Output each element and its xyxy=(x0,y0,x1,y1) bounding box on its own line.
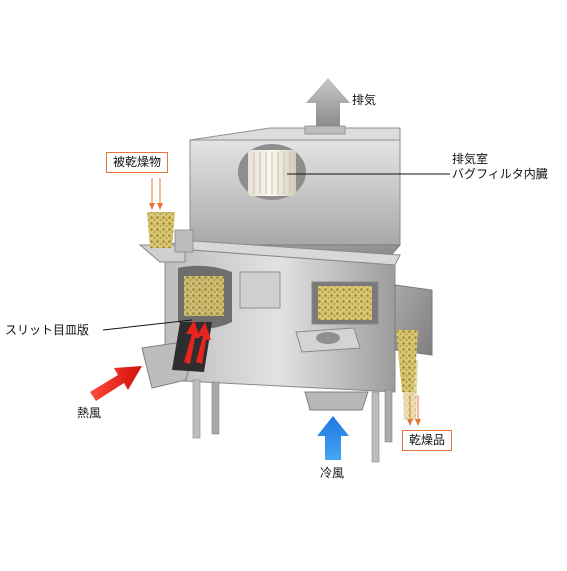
dried-product-label: 乾燥品 xyxy=(402,430,453,451)
exhaust-arrow xyxy=(306,78,350,128)
exhaust-chamber xyxy=(188,125,402,269)
internal-hot-air-arrows xyxy=(184,320,211,364)
exhaust-chamber-label: 排気室 バグフィルタ内臓 xyxy=(452,152,548,182)
leader-lines xyxy=(102,173,450,331)
hot-air-arrow xyxy=(90,366,142,401)
dried-product-stream xyxy=(396,330,421,426)
slit-plate-label: スリット目皿版 xyxy=(5,323,90,337)
exhaust-label: 排気 xyxy=(352,93,377,107)
cold-air-arrow xyxy=(317,416,349,460)
exhaust-chamber-label-line2: バグフィルタ内臓 xyxy=(452,167,548,181)
cold-air-label: 冷風 xyxy=(320,466,345,480)
hot-air-label: 熱風 xyxy=(77,406,102,420)
exhaust-chamber-label-line1: 排気室 xyxy=(452,152,489,166)
dryer-body xyxy=(138,229,433,411)
material-in-stream xyxy=(147,178,175,248)
bag-filter-icon xyxy=(248,150,296,196)
legs xyxy=(192,379,393,463)
material-in-label: 被乾燥物 xyxy=(106,152,169,173)
